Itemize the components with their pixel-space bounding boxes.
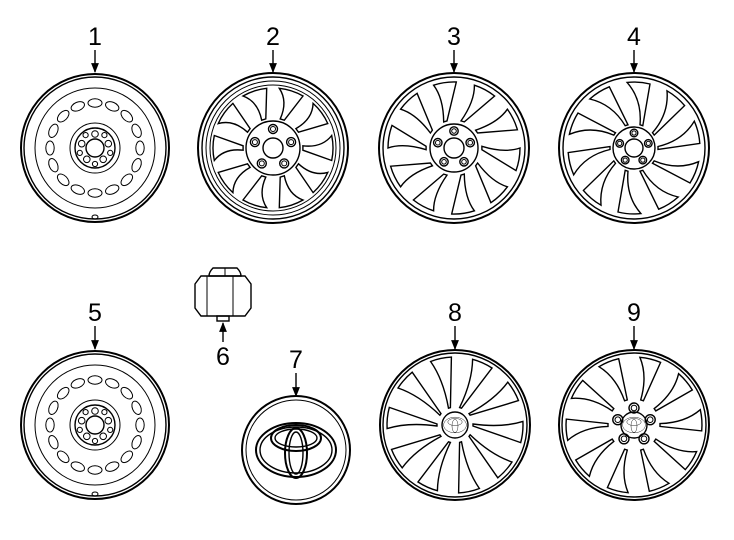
center-cap-icon — [241, 395, 351, 505]
alloy-wheel-twisted-spoke-icon — [558, 72, 710, 224]
callout-5: 5 — [88, 299, 102, 327]
callout-9: 9 — [627, 299, 641, 327]
wheel-cover-icon — [558, 349, 710, 501]
toyota-emblem — [255, 422, 337, 479]
lug-nut-icon — [194, 267, 252, 322]
alloy-wheel-split-spoke-icon — [378, 72, 530, 224]
callout-6: 6 — [216, 343, 230, 371]
callout-3: 3 — [447, 23, 461, 51]
callout-7: 7 — [289, 346, 303, 374]
callout-1: 1 — [88, 23, 102, 51]
callout-4: 4 — [627, 23, 641, 51]
steel-wheel-icon — [20, 73, 170, 223]
callout-8: 8 — [448, 299, 462, 327]
wheel-cover-icon — [379, 349, 531, 501]
spare-steel-wheel-icon — [20, 350, 170, 500]
alloy-wheel-10-spoke-icon — [197, 72, 349, 224]
leader-arrows — [91, 50, 638, 397]
callout-2: 2 — [266, 23, 280, 51]
